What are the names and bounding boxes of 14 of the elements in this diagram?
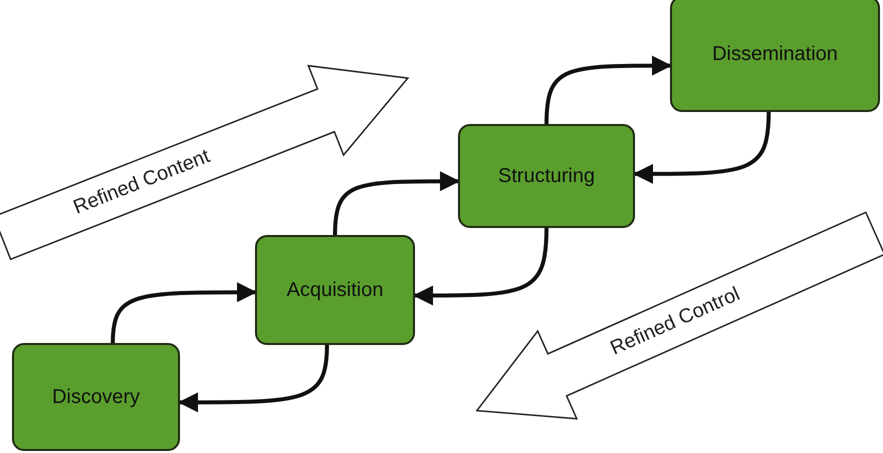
box-label: Dissemination: [712, 42, 838, 66]
box-label: Discovery: [52, 386, 140, 408]
arrow: [413, 228, 548, 306]
process-box: [670, 0, 880, 112]
process-box: [458, 124, 635, 228]
arrow: [544, 56, 672, 124]
arrow: [110, 282, 257, 344]
process-box: [12, 343, 180, 451]
arrow: [633, 112, 771, 184]
arrow: [178, 344, 329, 412]
process-box: [255, 235, 415, 345]
arrow: [333, 171, 460, 236]
box-label: Structuring: [498, 164, 595, 188]
box-label: Acquisition: [286, 278, 384, 302]
